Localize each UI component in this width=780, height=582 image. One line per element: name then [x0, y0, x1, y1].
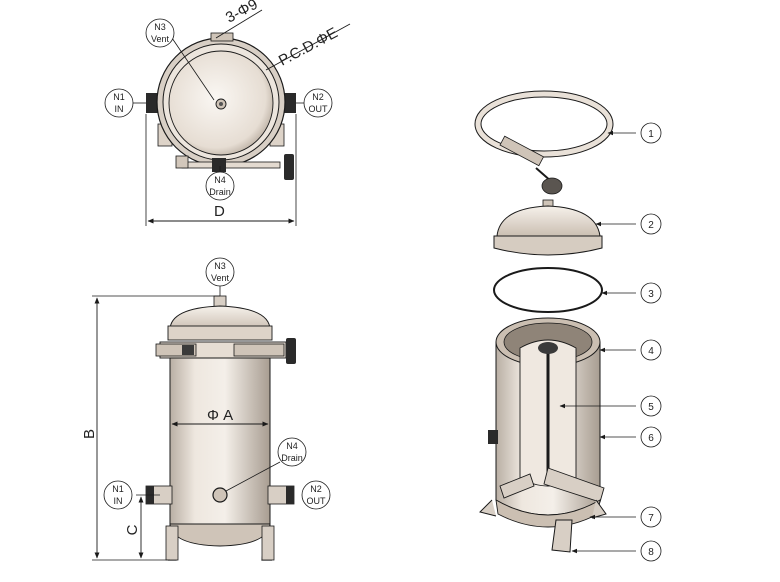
tag-n3-top-name: Vent [151, 34, 170, 44]
leg-plate-left [165, 525, 179, 561]
tag-n1-top-name: IN [115, 104, 124, 114]
callout-7: 7 [589, 506, 662, 528]
clamp-block-top [212, 158, 226, 172]
d-dimension: D [214, 203, 225, 220]
tag-n3-top: N3 Vent [145, 18, 215, 101]
tag-n1-top-code: N1 [113, 92, 125, 102]
tag-n3-top-code: N3 [154, 22, 166, 32]
callout-4: 4 [599, 339, 662, 361]
callout-8-number: 8 [648, 547, 654, 558]
b-dimension: B [81, 429, 98, 439]
callout-1-number: 1 [648, 129, 654, 140]
callout-3-number: 3 [648, 289, 654, 300]
clamp-knob-top [284, 154, 294, 180]
tag-n2-front: N2 OUT [301, 480, 331, 510]
callout-2: 2 [595, 213, 662, 235]
tag-n2-top: N2 OUT [296, 88, 333, 118]
clamp-hinge-top [175, 155, 189, 169]
callout-1: 1 [607, 122, 662, 144]
pcd-leader [265, 23, 351, 71]
tag-n1-top: N1 IN [104, 88, 146, 118]
clamp-tab-top [210, 32, 234, 42]
tag-n4-top: N4 Drain [205, 166, 235, 201]
tag-n4-top-name: Drain [209, 187, 231, 197]
tag-n2-top-code: N2 [312, 92, 324, 102]
callout-4-number: 4 [648, 346, 654, 357]
lid-front [169, 305, 271, 331]
tag-n3-front-code: N3 [214, 261, 226, 271]
tag-n2-top-name: OUT [309, 104, 329, 114]
part-inlet-pipe [499, 473, 535, 499]
callout-6-number: 6 [648, 433, 654, 444]
tag-n2-front-code: N2 [310, 484, 322, 494]
c-dimension: C [124, 524, 141, 535]
clamp-bolt-top [181, 161, 281, 169]
front-view: Φ A B C N3 Vent N4 Drain N1 IN [81, 257, 331, 561]
callout-5-number: 5 [648, 402, 654, 413]
vent-hole-top [219, 102, 223, 106]
clamp-block-right [233, 343, 285, 357]
tag-n3-front: N3 Vent [205, 257, 235, 296]
top-view: 3-Φ9 P.C.D.ΦE D N3 Vent N1 IN N2 OUT [104, 0, 351, 226]
leg-plate-right [261, 525, 275, 561]
holes-leader [215, 9, 263, 39]
drain-port-front [212, 487, 228, 503]
lid-flange-front [167, 325, 273, 341]
part-gasket [493, 267, 603, 313]
part-clamp [474, 90, 614, 195]
tag-n4-front-code: N4 [286, 441, 298, 451]
tag-n4-top-code: N4 [214, 175, 226, 185]
part-leg-front [551, 519, 573, 553]
tag-n1-front: N1 IN [103, 480, 133, 510]
tag-n1-front-code: N1 [112, 484, 124, 494]
tag-n4-front-name: Drain [281, 453, 303, 463]
exploded-view: 1 2 3 4 5 6 7 [474, 90, 662, 562]
tag-n2-front-name: OUT [307, 496, 327, 506]
callout-8: 8 [571, 540, 662, 562]
outlet-flange-front [286, 486, 294, 504]
bottom-head-front [169, 523, 271, 547]
callout-7-number: 7 [648, 513, 654, 524]
clamp-latch-front [182, 345, 194, 355]
tag-n1-front-name: IN [114, 496, 123, 506]
tag-n3-front-name: Vent [211, 273, 230, 283]
callout-6: 6 [599, 426, 662, 448]
callout-3: 3 [601, 282, 662, 304]
part-leg-left [479, 499, 497, 517]
callout-2-number: 2 [648, 220, 654, 231]
tag-n4-front: N4 Drain [225, 437, 307, 492]
pcd-dimension: P.C.D.ΦE [276, 24, 341, 69]
part-lid [493, 199, 603, 256]
callout-5: 5 [559, 395, 662, 417]
part-cartridge [519, 339, 577, 487]
a-dimension: Φ A [207, 407, 233, 424]
clamp-knob-front [286, 338, 296, 364]
